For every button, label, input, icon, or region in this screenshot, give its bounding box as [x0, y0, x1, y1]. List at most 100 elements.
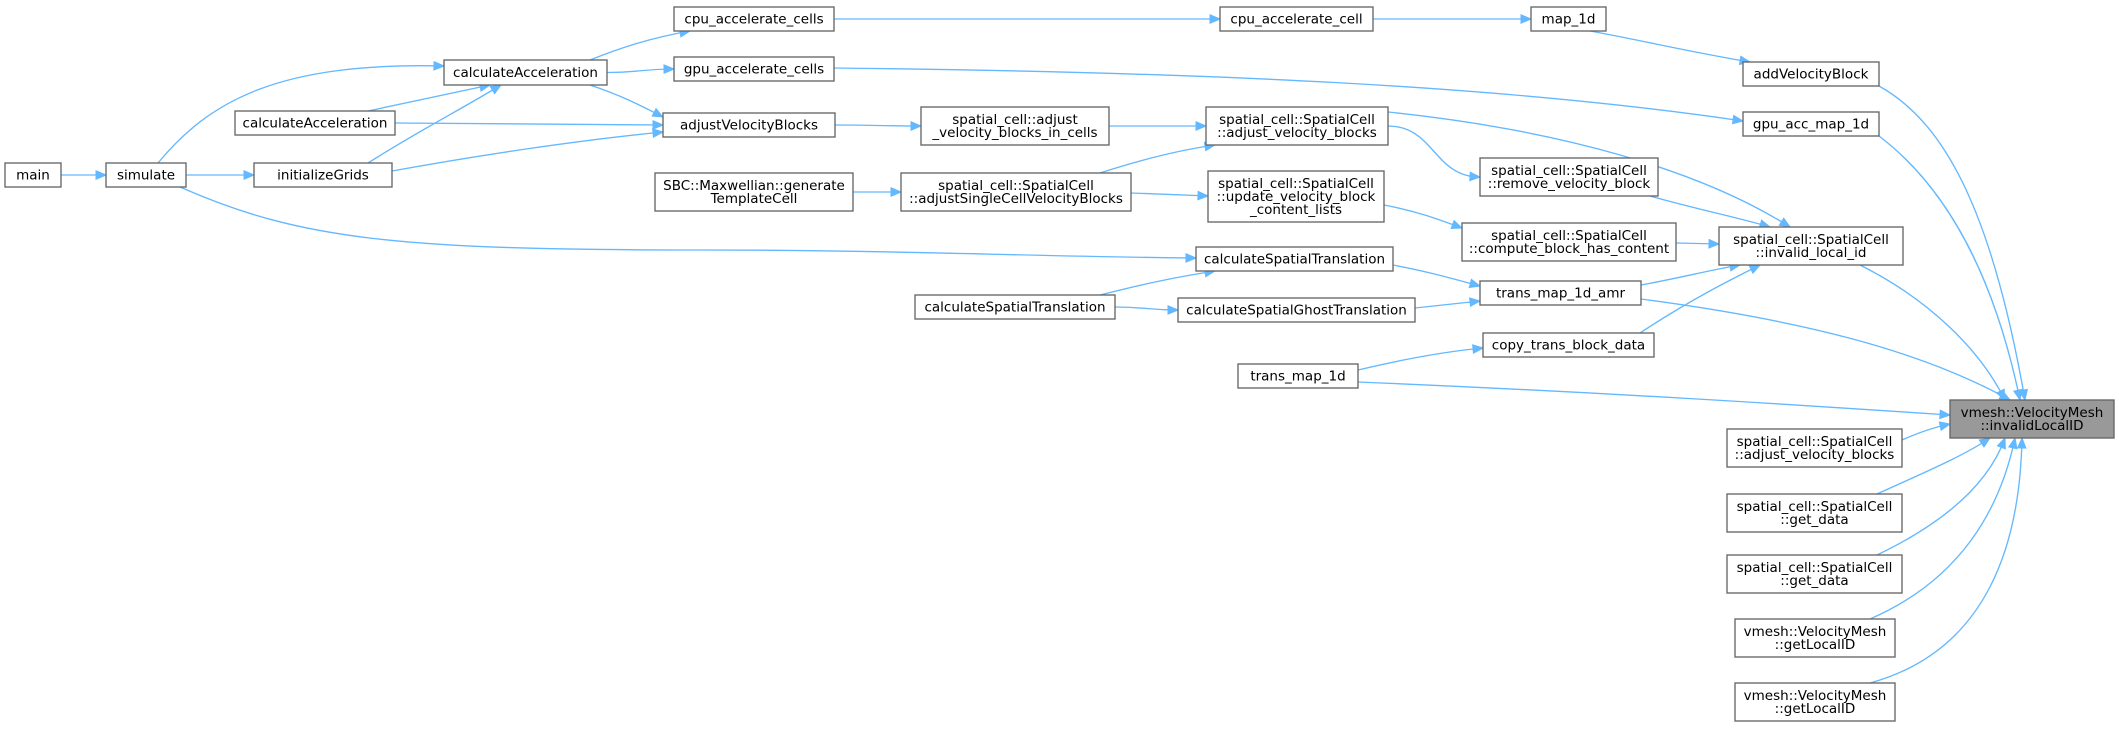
node-simulate[interactable]: simulate — [105, 162, 187, 188]
node-invalid_local_id[interactable]: spatial_cell::SpatialCell::invalid_local… — [1718, 226, 1904, 266]
arrowhead-cpu_accelerate_cells-to-cpu_accelerate_cell — [1209, 14, 1222, 24]
arrowhead-gpu_acc_map_1d-to-root — [2012, 388, 2023, 402]
arrowhead-simulate-to-calculateAcceleration_1 — [433, 60, 446, 71]
node-update_velocity_block_content_lists[interactable]: spatial_cell::SpatialCell::update_veloci… — [1207, 170, 1385, 223]
edge-getLocalID_1-to-root — [1869, 437, 2016, 620]
node-label-line: vmesh::VelocityMesh — [1961, 405, 2104, 421]
edge-adjustVelocityBlocks-to-adjust_velocity_blocks_in_cells — [834, 124, 922, 127]
node-label-line: trans_map_1d_amr — [1496, 286, 1626, 302]
node-getLocalID_1[interactable]: vmesh::VelocityMesh::getLocalID — [1734, 618, 1896, 658]
node-box — [662, 112, 836, 138]
arrowhead-cpu_accelerate_cell-to-map_1d — [1520, 14, 1533, 24]
node-adjust_velocity_blocks_1[interactable]: spatial_cell::SpatialCell::adjust_veloci… — [1205, 106, 1389, 146]
node-get_data_1[interactable]: spatial_cell::SpatialCell::get_data — [1726, 493, 1903, 533]
node-label-line: spatial_cell::adjust — [952, 112, 1078, 128]
edge-calculateSpatialTranslation_1-to-trans_map_1d_amr — [1392, 264, 1481, 287]
edge-remove_velocity_block-to-invalid_local_id — [1649, 195, 1771, 228]
edge-update_velocity_block_content_lists-to-compute_block_has_content — [1383, 204, 1463, 229]
node-compute_block_has_content[interactable]: spatial_cell::SpatialCell::compute_block… — [1461, 222, 1677, 262]
arrowhead-trans_map_1d-to-copy_trans_block_data — [1472, 344, 1485, 354]
node-map_1d[interactable]: map_1d — [1530, 6, 1607, 32]
node-label-line: ::invalid_local_id — [1755, 245, 1866, 261]
node-remove_velocity_block[interactable]: spatial_cell::SpatialCell::remove_veloci… — [1479, 157, 1659, 197]
edge-invalid_local_id-to-root — [1859, 264, 2006, 401]
node-box — [1742, 111, 1880, 137]
node-calculateAcceleration_2[interactable]: calculateAcceleration — [234, 110, 396, 136]
edge-trans_map_1d-to-copy_trans_block_data — [1357, 347, 1484, 371]
arrowhead-getLocalID_2-to-root — [2016, 436, 2027, 449]
node-trans_map_1d[interactable]: trans_map_1d — [1237, 363, 1359, 389]
node-label-line: spatial_cell::SpatialCell — [1733, 232, 1889, 248]
node-adjust_velocity_blocks_2[interactable]: spatial_cell::SpatialCell::adjust_veloci… — [1726, 428, 1903, 468]
node-label-line: cpu_accelerate_cell — [1230, 12, 1362, 28]
node-cpu_accelerate_cells[interactable]: cpu_accelerate_cells — [673, 6, 835, 32]
node-label-line: ::adjust_velocity_blocks — [1735, 447, 1895, 463]
node-label-line: spatial_cell::SpatialCell — [1219, 112, 1375, 128]
node-label-line: ::update_velocity_block — [1217, 189, 1376, 205]
node-adjust_velocity_blocks_in_cells[interactable]: spatial_cell::adjust_velocity_blocks_in_… — [920, 106, 1110, 146]
node-gpu_acc_map_1d[interactable]: gpu_acc_map_1d — [1742, 111, 1880, 137]
node-label-line: spatial_cell::SpatialCell — [1737, 560, 1893, 576]
edge-adjust_velocity_blocks_1-to-invalid_local_id — [1387, 111, 1791, 228]
node-initializeGrids[interactable]: initializeGrids — [253, 162, 393, 188]
node-box — [1742, 61, 1880, 87]
edge-adjust_velocity_blocks_1-to-remove_velocity_block — [1387, 125, 1481, 178]
node-box — [234, 110, 396, 136]
arrowhead-generateTemplateCell-to-adjustSingleCellVelocityBlocks — [890, 187, 903, 197]
node-box — [900, 172, 1132, 212]
arrowhead-get_data_1-to-root — [1978, 437, 1992, 448]
node-label-line: vmesh::VelocityMesh — [1744, 688, 1887, 704]
node-label-line: ::get_data — [1780, 573, 1848, 589]
arrowhead-trans_map_1d-to-root — [1939, 409, 1952, 420]
node-label-line: ::getLocalID — [1775, 701, 1856, 717]
node-box — [1195, 246, 1394, 272]
node-box — [253, 162, 393, 188]
arrowhead-adjustSingleCellVelocityBlocks-to-update_velocity_block_content_lists — [1197, 190, 1210, 201]
node-get_data_2[interactable]: spatial_cell::SpatialCell::get_data — [1726, 554, 1903, 594]
node-box — [1734, 618, 1896, 658]
node-box — [1726, 493, 1903, 533]
edge-adjustSingleCellVelocityBlocks-to-adjust_velocity_blocks_1 — [1099, 144, 1216, 174]
node-calculateSpatialTranslation_2[interactable]: calculateSpatialTranslation — [914, 294, 1116, 320]
node-label-line: trans_map_1d — [1250, 369, 1345, 385]
node-cpu_accelerate_cell[interactable]: cpu_accelerate_cell — [1219, 6, 1374, 32]
node-trans_map_1d_amr[interactable]: trans_map_1d_amr — [1479, 280, 1642, 306]
node-label-line: calculateSpatialTranslation — [1204, 252, 1385, 268]
arrowhead-calculateAcceleration_2-to-adjustVelocityBlocks — [652, 119, 665, 130]
node-box — [1530, 6, 1607, 32]
node-box — [1207, 170, 1385, 223]
node-box — [1479, 157, 1659, 197]
arrowhead-initializeGrids-to-calculateAcceleration_1 — [489, 84, 503, 95]
node-calculateSpatialGhostTranslation[interactable]: calculateSpatialGhostTranslation — [1177, 297, 1416, 323]
node-getLocalID_2[interactable]: vmesh::VelocityMesh::getLocalID — [1734, 682, 1896, 722]
arrowhead-get_data_2-to-root — [1996, 436, 2006, 450]
arrowhead-initializeGrids-to-adjustVelocityBlocks — [652, 128, 665, 138]
arrowhead-compute_block_has_content-to-invalid_local_id — [1708, 238, 1721, 249]
edge-calculateSpatialGhostTranslation-to-trans_map_1d_amr — [1414, 300, 1481, 309]
node-copy_trans_block_data[interactable]: copy_trans_block_data — [1482, 332, 1655, 358]
node-calculateSpatialTranslation_1[interactable]: calculateSpatialTranslation — [1195, 246, 1394, 272]
node-main[interactable]: main — [4, 162, 62, 188]
node-label-line: initializeGrids — [277, 168, 369, 184]
node-box — [1718, 226, 1904, 266]
node-label-line: vmesh::VelocityMesh — [1744, 624, 1887, 640]
node-label-line: spatial_cell::SpatialCell — [938, 178, 1094, 194]
node-adjustVelocityBlocks[interactable]: adjustVelocityBlocks — [662, 112, 836, 138]
node-label-line: ::compute_block_has_content — [1469, 241, 1669, 257]
node-box — [673, 6, 835, 32]
node-box — [914, 294, 1116, 320]
node-label-line: map_1d — [1542, 12, 1596, 28]
node-adjustSingleCellVelocityBlocks[interactable]: spatial_cell::SpatialCell::adjustSingleC… — [900, 172, 1132, 212]
node-box — [1219, 6, 1374, 32]
edge-gpu_accelerate_cells-to-gpu_acc_map_1d — [833, 67, 1744, 122]
node-addVelocityBlock[interactable]: addVelocityBlock — [1742, 61, 1880, 87]
node-calculateAcceleration_1[interactable]: calculateAcceleration — [443, 59, 608, 86]
node-label-line: addVelocityBlock — [1754, 67, 1869, 83]
arrowhead-simulate-to-initializeGrids — [243, 170, 256, 180]
node-label-line: _velocity_blocks_in_cells — [931, 125, 1097, 141]
node-root[interactable]: vmesh::VelocityMesh::invalidLocalID — [1949, 399, 2115, 439]
node-gpu_accelerate_cells[interactable]: gpu_accelerate_cells — [673, 56, 835, 82]
edge-calculateAcceleration_1-to-adjustVelocityBlocks — [589, 84, 664, 118]
node-label-line: ::remove_velocity_block — [1488, 176, 1651, 192]
